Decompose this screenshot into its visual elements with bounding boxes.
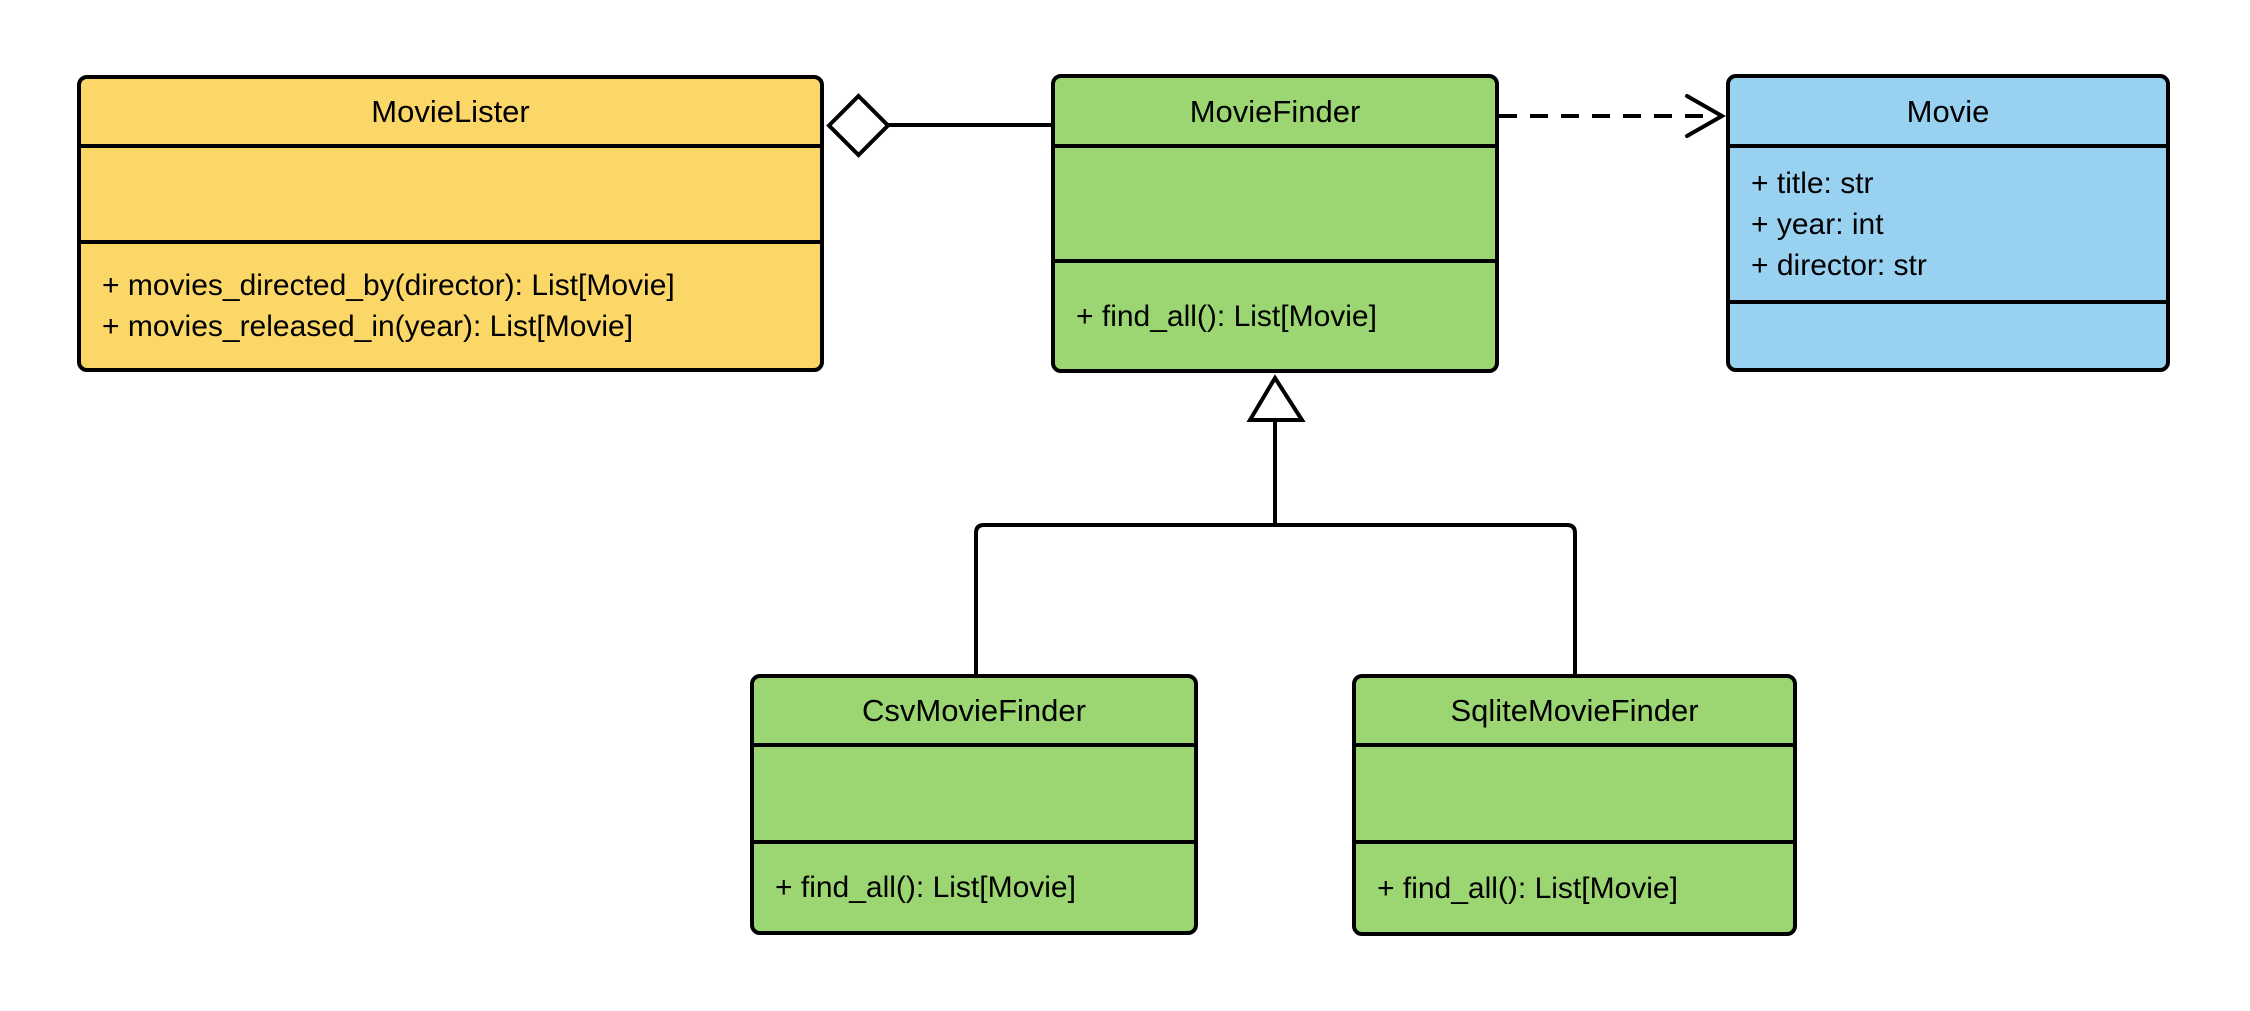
- class-box-sqlitemoviefinder: SqliteMovieFinder + find_all(): List[Mov…: [1352, 674, 1797, 936]
- attributes-compartment: [754, 743, 1194, 840]
- class-box-movie: Movie + title: str + year: int + directo…: [1726, 74, 2170, 372]
- methods-compartment: + find_all(): List[Movie]: [754, 840, 1194, 931]
- methods-compartment: [1730, 300, 2166, 368]
- attributes-compartment: [1356, 743, 1793, 840]
- methods-compartment: + movies_directed_by(director): List[Mov…: [81, 240, 820, 368]
- class-name-movielister: MovieLister: [371, 94, 530, 129]
- method-label: + find_all(): List[Movie]: [1377, 871, 1678, 905]
- class-box-moviefinder: MovieFinder + find_all(): List[Movie]: [1051, 74, 1499, 373]
- attribute-label: + title: str: [1751, 166, 1874, 200]
- generalization-triangle: [1246, 374, 1306, 422]
- class-name-sqlitemoviefinder: SqliteMovieFinder: [1450, 693, 1699, 728]
- class-name-moviefinder: MovieFinder: [1189, 93, 1361, 129]
- method-label: + movies_released_in(year): List[Movie]: [102, 310, 634, 343]
- methods-compartment: + find_all(): List[Movie]: [1356, 840, 1793, 932]
- class-name-movie: Movie: [1906, 93, 1990, 129]
- method-label: + find_all(): List[Movie]: [1076, 299, 1377, 333]
- dependency-arrowhead: [1685, 94, 1727, 138]
- attributes-compartment: [81, 144, 820, 240]
- attributes-compartment: [1055, 144, 1495, 259]
- attributes-compartment: + title: str + year: int + director: str: [1730, 144, 2166, 300]
- class-name-csvmoviefinder: CsvMovieFinder: [862, 693, 1086, 728]
- generalization-branch-lines: [974, 523, 1577, 676]
- class-box-movielister: MovieLister + movies_directed_by(directo…: [77, 75, 824, 372]
- method-label: + find_all(): List[Movie]: [775, 871, 1076, 904]
- attribute-label: + director: str: [1751, 248, 1927, 282]
- method-label: + movies_directed_by(director): List[Mov…: [102, 269, 675, 302]
- attribute-label: + year: int: [1751, 207, 1884, 241]
- class-box-csvmoviefinder: CsvMovieFinder + find_all(): List[Movie]: [750, 674, 1198, 935]
- aggregation-diamond: [826, 93, 891, 158]
- methods-compartment: + find_all(): List[Movie]: [1055, 259, 1495, 369]
